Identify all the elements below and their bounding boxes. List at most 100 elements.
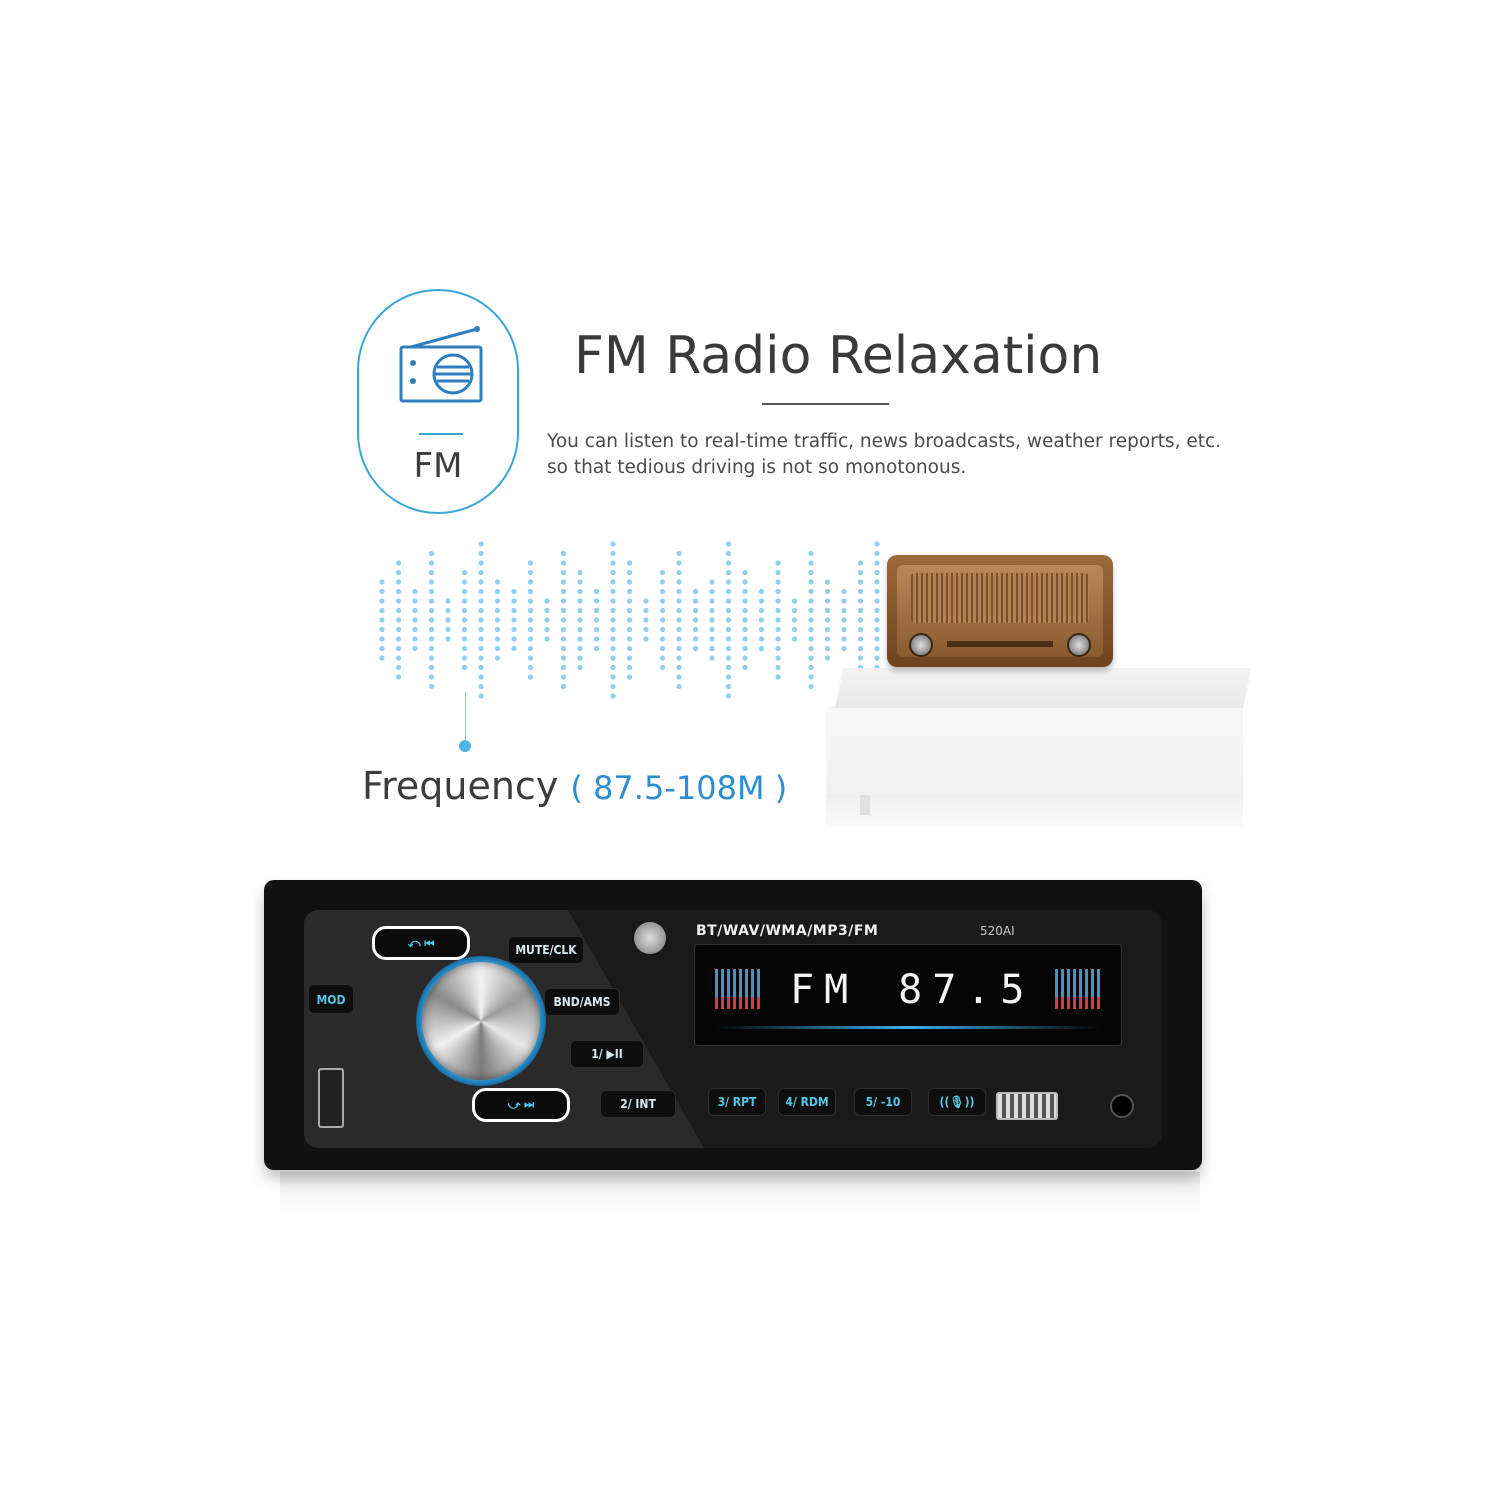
wave-dot [742,645,748,652]
wave-dot [775,626,781,633]
wave-dot [461,645,468,652]
wave-dot [593,636,600,642]
table-shadow [826,795,1243,827]
volume-knob[interactable] [422,962,540,1080]
wave-dot [494,645,501,652]
wave-dot [610,674,616,680]
wave-dot [478,693,484,699]
wave-dot [676,550,682,557]
usb-port-left[interactable] [318,1068,344,1128]
wave-dot [857,588,864,595]
wave-dot [824,617,831,623]
wave-dot [560,626,567,633]
wave-dot [775,674,781,680]
wave-dot [395,579,402,585]
mic-button[interactable]: ((🎙)) [928,1088,986,1116]
wave-dot [445,626,451,633]
aux-jack[interactable] [1110,1094,1134,1118]
int-button[interactable]: 2/ INT [600,1090,676,1118]
wave-dot [659,636,666,642]
wave-dot [857,569,864,576]
wave-dot [676,683,682,690]
wave-dot [692,617,699,623]
wave-dot [775,588,781,595]
rpt-button[interactable]: 3/ RPT [708,1088,766,1116]
wave-dot [412,645,418,652]
wave-dot [428,550,435,557]
wave-dot [676,569,682,576]
wave-dot [676,626,682,633]
wave-dot [775,569,781,576]
wave-dot [824,607,831,614]
rdm-button[interactable]: 4/ RDM [778,1088,836,1116]
wave-dot [692,588,699,595]
wave-dot [626,598,633,604]
prev-button[interactable]: ⤺ ⏮ [372,926,470,960]
usb-port-right[interactable] [996,1092,1058,1120]
wave-dot [379,636,385,642]
wave-dot [511,607,517,614]
wave-dot [841,588,847,595]
bnd-ams-button[interactable]: BND/AMS [544,988,620,1016]
wave-dot [379,588,385,595]
wave-dot [593,598,600,604]
wave-dot [791,636,798,642]
wave-dot [445,607,451,614]
wave-dot [808,626,814,633]
badge-label: FM [413,446,463,486]
wave-dot [824,626,831,633]
wave-dot [857,655,864,661]
wave-dot [659,569,666,576]
wave-dot [808,674,814,680]
wave-dot [527,674,534,680]
wave-dot [824,579,831,585]
wave-dot [560,588,567,595]
wave-dot [692,598,699,604]
wave-dot [478,645,484,652]
wave-dot [560,579,567,585]
wave-dot [560,607,567,614]
wave-dot [742,626,748,633]
wave-dot [428,560,435,566]
wave-dot [428,607,435,614]
wave-dot [692,645,699,652]
wave-dot [808,607,814,614]
wave-dot [742,664,748,671]
wave-dot [742,617,748,623]
wave-dot [874,655,880,661]
mute-clk-button[interactable]: MUTE/CLK [508,936,584,964]
wave-dot [874,588,880,595]
wave-dot [577,636,583,642]
next-button[interactable]: ⤻ ⏭ [472,1088,570,1122]
wave-dot [527,569,534,576]
wave-dot [577,645,583,652]
wave-dot [725,674,732,680]
wave-dot [758,607,765,614]
wave-dot [857,598,864,604]
wave-dot [626,664,633,671]
skip-10-button[interactable]: 5/ -10 [854,1088,912,1116]
wave-dot [874,579,880,585]
wave-dot [709,598,715,604]
wave-dot [610,588,616,595]
wave-dot [560,550,567,557]
play-pause-button[interactable]: 1/ ▶II [570,1040,644,1068]
wave-dot [874,617,880,623]
wave-dot [742,588,748,595]
wave-dot [775,636,781,642]
wave-dot [824,598,831,604]
wave-dot [659,588,666,595]
wave-dot [874,550,880,557]
wave-dot [560,674,567,680]
wave-dot [775,560,781,566]
mod-button[interactable]: MOD [308,984,354,1014]
wave-dot [610,579,616,585]
wave-dot [659,617,666,623]
wave-dot [445,617,451,623]
wave-dot [577,569,583,576]
wave-dot [577,588,583,595]
wave-dot [527,560,534,566]
wave-dot [808,579,814,585]
title-divider [762,403,889,405]
wave-dot [676,655,682,661]
